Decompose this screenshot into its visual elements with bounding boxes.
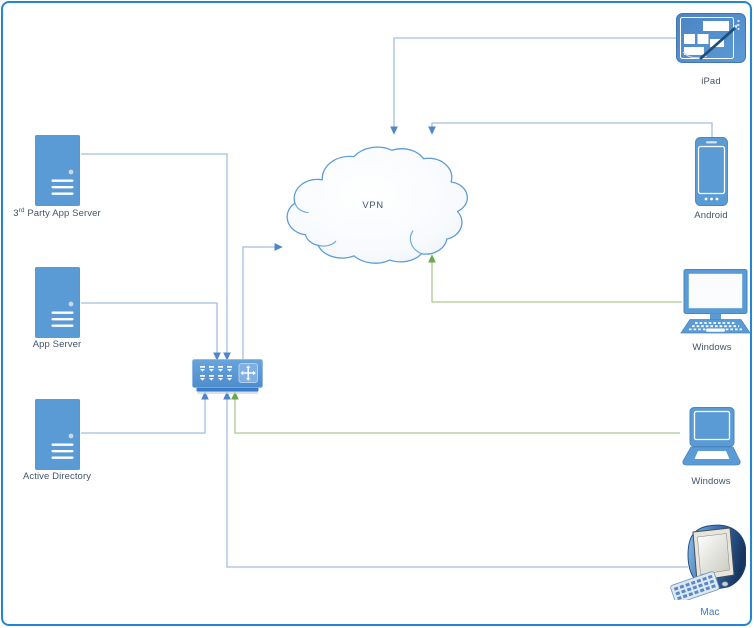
device-label: Android [694,210,728,221]
node-windows-laptop: Windows [679,407,744,487]
laptop-icon [682,407,741,466]
connector-activedirectory-to-switch [81,391,209,434]
server-icon [35,267,80,338]
connector-desktop-to-vpn [428,254,682,303]
switch-icon [192,359,263,394]
device-label: iPad [701,76,721,87]
connector-ipad-to-vpn [390,37,676,135]
connector-android-to-vpn [428,122,713,137]
node-third-party-app-server: 3rd Party App Server [13,135,101,219]
device-label: Windows [692,342,732,353]
node-active-directory: Active Directory [23,399,91,482]
mac-body [687,524,747,590]
connector-3rdparty-to-switch [81,153,231,361]
server-icon [35,135,80,206]
node-mac: Mac [668,523,747,618]
desktop-icon [680,269,751,334]
connector-mac-to-switch [223,391,688,568]
node-ipad: iPad [676,13,746,87]
connector-switch-to-vpn [242,243,283,359]
phone-icon [695,137,728,206]
cloud-icon [286,146,468,264]
route-arrows-icon [238,363,258,383]
port-chevrons-icon [200,366,232,381]
keyboard-keys [689,322,742,331]
connector-appserver-to-switch [81,302,221,361]
node-android: Android [694,137,728,221]
node-windows-desktop: Windows [678,269,751,353]
mac-icon [670,524,747,604]
connector-laptop-to-switch [231,391,680,434]
server-label: App Server [32,339,82,350]
vpn-label: VPN [362,200,384,211]
node-vpn-cloud: VPN [278,131,468,278]
device-label: Mac [700,607,720,618]
tablet-icon [676,13,746,63]
stylus-icon [699,24,739,61]
node-switch [192,359,263,402]
mac-keyboard [670,571,720,604]
node-app-server: App Server [33,267,81,350]
server-label: Active Directory [22,471,92,482]
device-label: Windows [691,476,731,487]
server-icon [35,399,80,470]
server-label: 3rd Party App Server [13,207,101,220]
